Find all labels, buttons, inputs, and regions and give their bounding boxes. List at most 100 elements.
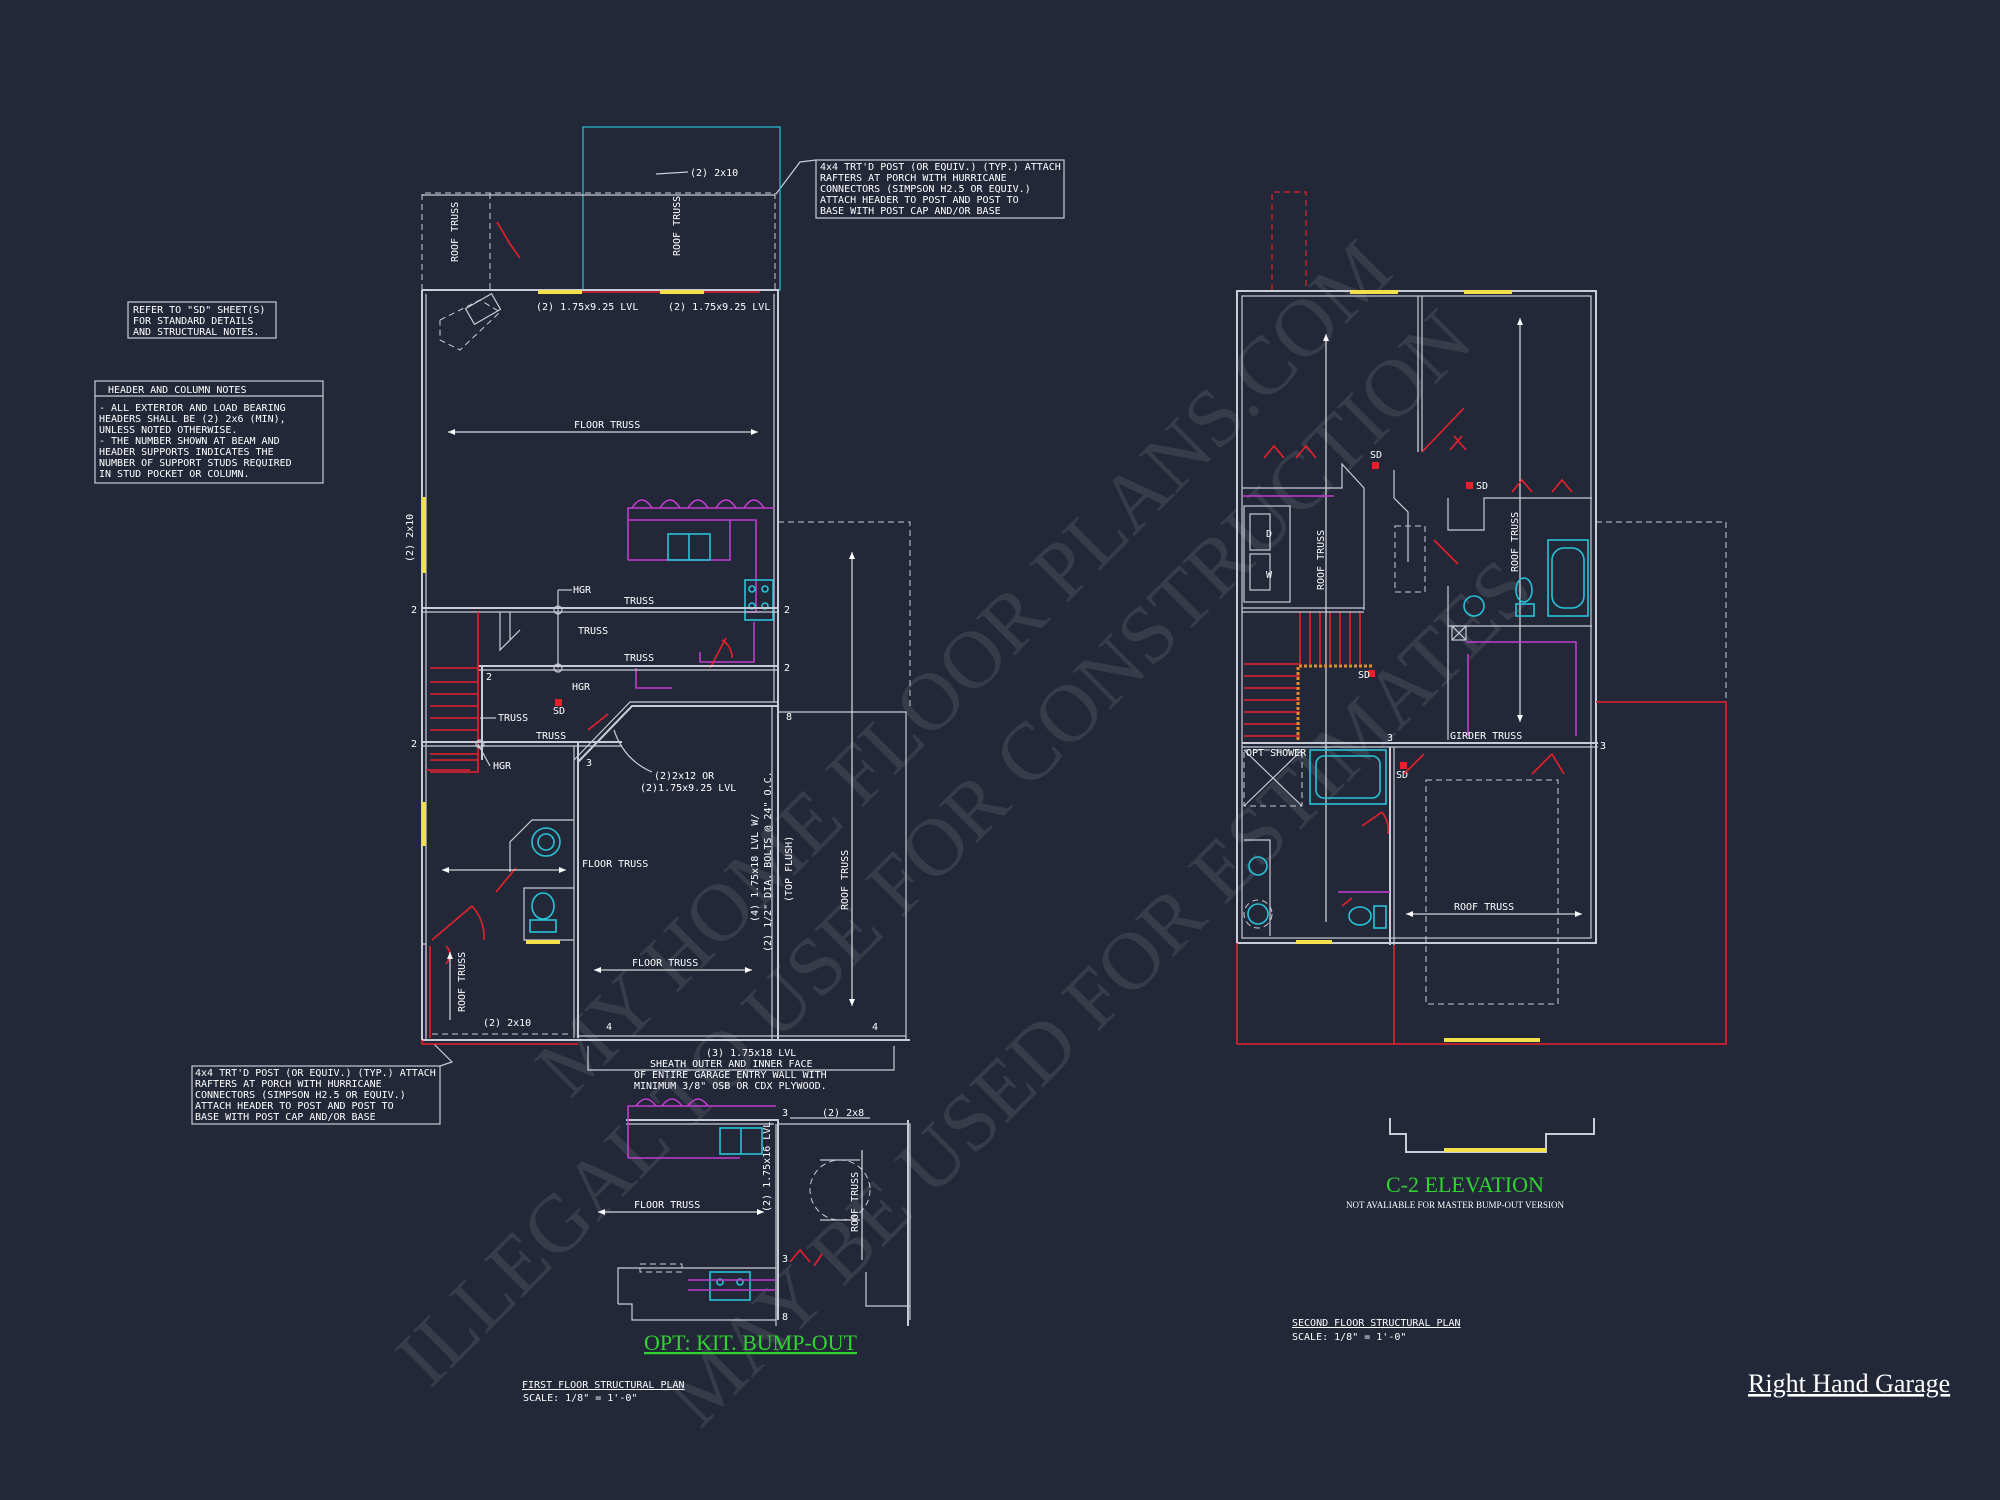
garage-beam-note: (4) 1.75x18 LVL W/	[750, 814, 761, 922]
stair	[430, 612, 521, 773]
porch-note-line: ATTACH HEADER TO POST AND POST TO	[820, 195, 1019, 206]
second-floor-plan: D W ROOF TRUSS SD SD SD SD ROOF TRUSS	[1236, 191, 1727, 1343]
header-notes-line: HEADERS SHALL BE (2) 2x6 (MIN),	[99, 414, 286, 425]
truss-label: TRUSS	[578, 626, 608, 637]
header-notes-line: - THE NUMBER SHOWN AT BEAM AND	[99, 436, 280, 447]
first-floor-title: FIRST FLOOR STRUCTURAL PLAN	[522, 1380, 685, 1391]
watermark-line-1: ILLEGAL TO USE FOR CONSTRUCTION	[378, 293, 1488, 1403]
header-notes-line: HEADER SUPPORTS INDICATES THE	[99, 447, 274, 458]
stud-count: 2	[784, 605, 790, 616]
sheath-note: SHEATH OUTER AND INNER FACE	[650, 1059, 813, 1070]
truss-label: TRUSS	[624, 653, 654, 664]
porch-note-line: RAFTERS AT PORCH WITH HURRICANE	[820, 173, 1007, 184]
header-2x10-side: (2) 2x10	[405, 514, 416, 562]
roof-truss-label: ROOF TRUSS	[1454, 902, 1514, 913]
watermark-line-2: MY HOME FLOOR PLANS.COM	[518, 223, 1408, 1113]
roof-truss-label: ROOF TRUSS	[457, 952, 468, 1012]
refer-note-line: REFER TO "SD" SHEET(S)	[133, 305, 265, 316]
washer-label: W	[1266, 570, 1273, 581]
powder-room	[495, 819, 574, 944]
stud-count: 3	[1387, 733, 1393, 744]
sheath-note: (3) 1.75x18 LVL	[706, 1048, 796, 1059]
girder-truss-label: GIRDER TRUSS	[1450, 731, 1522, 742]
floor-truss-label: FLOOR TRUSS	[632, 958, 698, 969]
opt-shower-label: OPT SHOWER	[1246, 748, 1307, 759]
porch-post-note-top: 4x4 TRT'D POST (OR EQUIV.) (TYP.) ATTACH…	[775, 159, 1065, 219]
garage-beam-note: (TOP FLUSH)	[784, 836, 795, 902]
stud-count: 2	[411, 605, 417, 616]
roof-truss-label: ROOF TRUSS	[1510, 512, 1521, 572]
smoke-detector-label: SD	[1370, 450, 1382, 461]
truss-label: TRUSS	[498, 713, 528, 724]
porch-note-line: 4x4 TRT'D POST (OR EQUIV.) (TYP.) ATTACH	[195, 1068, 436, 1079]
refer-note-line: FOR STANDARD DETAILS	[133, 316, 253, 327]
header-2x10-front: (2) 2x10	[483, 1018, 531, 1029]
stud-count: 2	[411, 739, 417, 750]
porch-note-line: ATTACH HEADER TO POST AND POST TO	[195, 1101, 394, 1112]
porch-post-note-bottom: 4x4 TRT'D POST (OR EQUIV.) (TYP.) ATTACH…	[191, 1043, 454, 1125]
hgr-label: HGR	[573, 585, 592, 596]
truss-label: TRUSS	[536, 731, 566, 742]
stud-count: 2	[784, 663, 790, 674]
header-notes-line: IN STUD POCKET OR COLUMN.	[99, 469, 250, 480]
sheath-note: MINIMUM 3/8" OSB OR CDX PLYWOOD.	[634, 1081, 827, 1092]
floor-truss-label: FLOOR TRUSS	[582, 859, 648, 870]
stud-count: 4	[872, 1022, 878, 1033]
roof-truss-label: ROOF TRUSS	[1316, 530, 1327, 590]
refer-note-line: AND STRUCTURAL NOTES.	[133, 327, 259, 338]
porch-note-line: CONNECTORS (SIMPSON H2.5 OR EQUIV.)	[195, 1090, 406, 1101]
stair-2	[1242, 607, 1372, 740]
beam-note: (2)2x12 OR	[654, 771, 715, 782]
porch-note-line: BASE WITH POST CAP AND/OR BASE	[820, 206, 1001, 217]
lvl-header-right: (2) 1.75x9.25 LVL	[668, 302, 770, 313]
bumpout-lvl: (2) 1.75x16 LVL	[762, 1122, 773, 1212]
sheath-note: OF ENTIRE GARAGE ENTRY WALL WITH	[634, 1070, 827, 1081]
stud-count: 8	[782, 1312, 788, 1323]
stud-count: 3	[782, 1108, 788, 1119]
smoke-detector-label: SD	[1476, 481, 1488, 492]
roof-truss-porch-label: ROOF TRUSS	[672, 196, 683, 256]
porch-note-line: BASE WITH POST CAP AND/OR BASE	[195, 1112, 376, 1123]
header-notes-line: - ALL EXTERIOR AND LOAD BEARING	[99, 403, 286, 414]
stud-count: 3	[782, 1254, 788, 1265]
smoke-detector-label: SD	[553, 706, 565, 717]
floor-truss-label: FLOOR TRUSS	[574, 420, 640, 431]
dryer-label: D	[1266, 529, 1272, 540]
roof-truss-porch-label: ROOF TRUSS	[450, 202, 461, 262]
header-2x10-top: (2) 2x10	[690, 168, 738, 179]
garage-beam-note: (2) 1/2" DIA. BOLTS @ 24" O.C.	[763, 771, 774, 952]
bumpout-title: OPT: KIT. BUMP-OUT	[644, 1330, 858, 1355]
first-floor-scale: SCALE: 1/8" = 1'-0"	[523, 1393, 637, 1404]
first-floor-plan: (2) 2x10 ROOF TRUSS ROOF TRUSS (2) 1.75x…	[405, 126, 911, 1404]
beam-note: (2)1.75x9.25 LVL	[640, 783, 736, 794]
smoke-detector-label: SD	[1396, 770, 1408, 781]
porch-note-line: 4x4 TRT'D POST (OR EQUIV.) (TYP.) ATTACH	[820, 162, 1061, 173]
truss-label: TRUSS	[624, 596, 654, 607]
header-column-notes: HEADER AND COLUMN NOTES - ALL EXTERIOR A…	[94, 380, 324, 484]
header-notes-line: NUMBER OF SUPPORT STUDS REQUIRED	[99, 458, 292, 469]
header-notes-title: HEADER AND COLUMN NOTES	[108, 385, 246, 396]
watermark: ILLEGAL TO USE FOR CONSTRUCTION MY HOME …	[378, 223, 1549, 1443]
bumpout-header: (2) 2x8	[822, 1108, 864, 1119]
porch-note-line: CONNECTORS (SIMPSON H2.5 OR EQUIV.)	[820, 184, 1031, 195]
bumpout-floor-truss: FLOOR TRUSS	[634, 1200, 700, 1211]
header-notes-line: UNLESS NOTED OTHERWISE.	[99, 425, 237, 436]
smoke-detector-label: SD	[1358, 670, 1370, 681]
stud-count: 8	[786, 712, 792, 723]
second-floor-title: SECOND FLOOR STRUCTURAL PLAN	[1292, 1318, 1461, 1329]
elevation-subtitle: NOT AVALIABLE FOR MASTER BUMP-OUT VERSIO…	[1346, 1200, 1564, 1210]
porch-note-line: RAFTERS AT PORCH WITH HURRICANE	[195, 1079, 382, 1090]
roof-truss-label: ROOF TRUSS	[840, 850, 851, 910]
lvl-header-left: (2) 1.75x9.25 LVL	[536, 302, 638, 313]
kitchen	[627, 499, 775, 689]
refer-note: REFER TO "SD" SHEET(S) FOR STANDARD DETA…	[127, 301, 277, 339]
stud-count: 3	[586, 758, 592, 769]
stud-count: 4	[606, 1022, 612, 1033]
bumpout-roof-truss: ROOF TRUSS	[850, 1172, 861, 1232]
second-floor-scale: SCALE: 1/8" = 1'-0"	[1292, 1332, 1406, 1343]
kitchen-bumpout: FLOOR TRUSS (2) 1.75x16 LVL (2) 2x8 3 RO…	[598, 1098, 911, 1355]
stud-count: 3	[1600, 741, 1606, 752]
hgr-label: HGR	[572, 682, 591, 693]
hgr-label: HGR	[493, 761, 512, 772]
